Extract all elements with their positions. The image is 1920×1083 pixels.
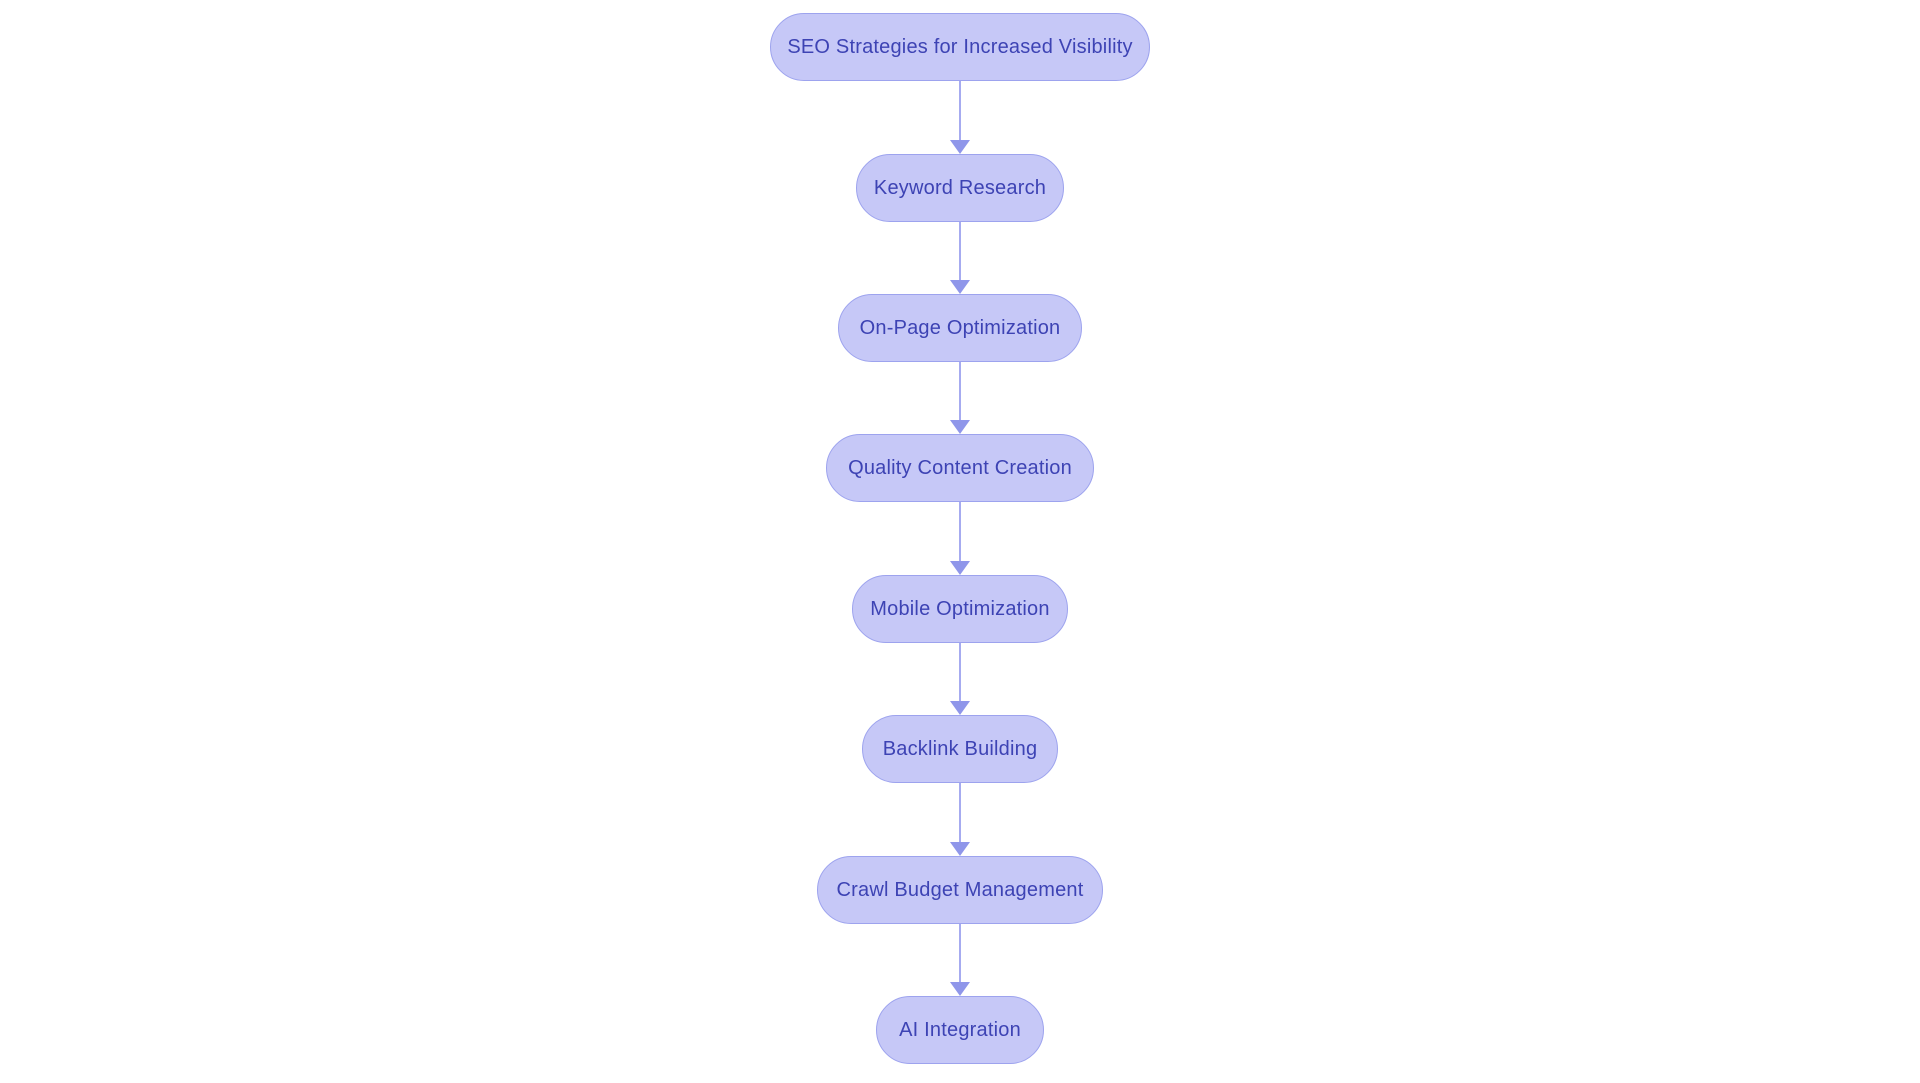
arrow-head-icon <box>950 982 970 996</box>
arrow-head-icon <box>950 420 970 434</box>
arrow-line <box>959 362 961 422</box>
arrow-line <box>959 783 961 844</box>
flow-node-quality-content-creation: Quality Content Creation <box>826 434 1094 502</box>
flow-node-crawl-budget-management: Crawl Budget Management <box>817 856 1103 924</box>
arrow-line <box>959 222 961 282</box>
flow-node-keyword-research: Keyword Research <box>856 154 1064 222</box>
flow-edge-7 <box>950 924 970 996</box>
arrow-head-icon <box>950 561 970 575</box>
arrow-head-icon <box>950 701 970 715</box>
flow-node-label: Mobile Optimization <box>870 597 1050 620</box>
flow-edge-3 <box>950 362 970 434</box>
arrow-head-icon <box>950 140 970 154</box>
arrow-head-icon <box>950 842 970 856</box>
flow-node-on-page-optimization: On-Page Optimization <box>838 294 1082 362</box>
arrow-line <box>959 502 961 563</box>
flow-node-backlink-building: Backlink Building <box>862 715 1058 783</box>
flow-node-label: AI Integration <box>899 1018 1021 1041</box>
arrow-line <box>959 924 961 984</box>
flow-node-label: On-Page Optimization <box>859 316 1061 339</box>
flow-node-label: Keyword Research <box>873 176 1047 199</box>
flow-edge-2 <box>950 222 970 294</box>
flow-node-label: Crawl Budget Management <box>836 878 1084 901</box>
flow-node-mobile-optimization: Mobile Optimization <box>852 575 1068 643</box>
flow-node-ai-integration: AI Integration <box>876 996 1044 1064</box>
flow-edge-5 <box>950 643 970 715</box>
arrow-line <box>959 81 961 142</box>
flow-node-label: SEO Strategies for Increased Visibility <box>787 35 1133 58</box>
flow-node-seo-strategies-for-increased-visibility: SEO Strategies for Increased Visibility <box>770 13 1150 81</box>
flow-edge-4 <box>950 502 970 575</box>
arrow-line <box>959 643 961 703</box>
flow-node-label: Quality Content Creation <box>848 456 1072 479</box>
flow-edge-1 <box>950 81 970 154</box>
arrow-head-icon <box>950 280 970 294</box>
flow-node-label: Backlink Building <box>882 737 1038 760</box>
flow-edge-6 <box>950 783 970 856</box>
